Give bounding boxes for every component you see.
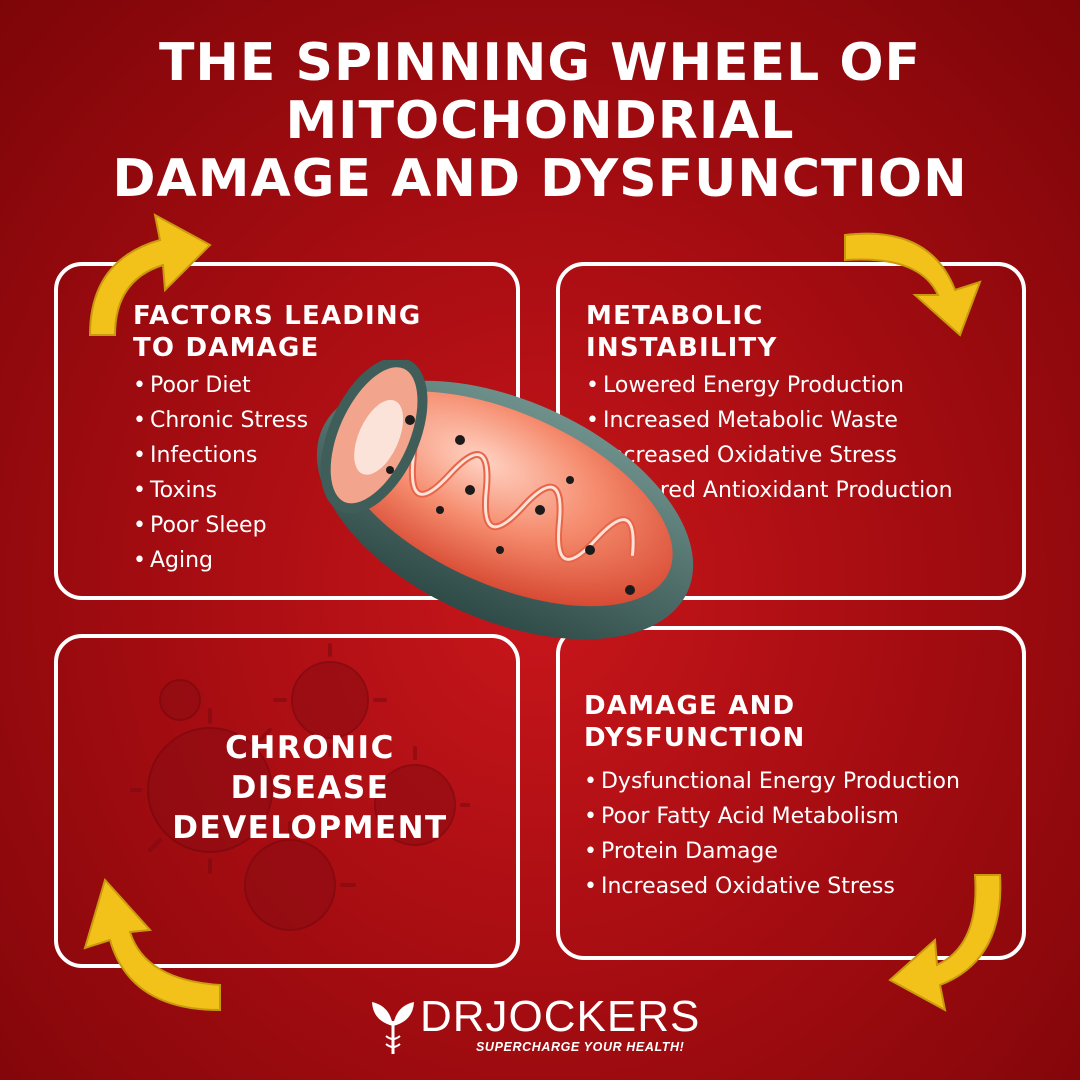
list-item: Increased Oxidative Stress	[584, 869, 960, 904]
page-title: THE SPINNING WHEEL OF MITOCHONDRIAL DAMA…	[0, 34, 1080, 208]
list-item: Poor Sleep	[133, 508, 308, 543]
list-item: Poor Diet	[133, 368, 308, 403]
list-item: Protein Damage	[584, 834, 960, 869]
chronic-line-2: DISEASE	[230, 770, 390, 806]
drjockers-logo: DRJOCKERS SUPERCHARGE YOUR HEALTH!	[360, 990, 730, 1060]
damage-list: Dysfunctional Energy Production Poor Fat…	[584, 764, 960, 904]
factors-heading: FACTORS LEADING TO DAMAGE	[133, 300, 421, 364]
list-item: Lowered Energy Production	[586, 368, 953, 403]
list-item: Poor Fatty Acid Metabolism	[584, 799, 960, 834]
list-item: Toxins	[133, 473, 308, 508]
cycle-arrow-icon	[844, 232, 982, 337]
list-item: Aging	[133, 543, 308, 578]
chronic-disease-panel	[54, 634, 520, 968]
list-item: Infections	[133, 438, 308, 473]
damage-heading-line-2: DYSFUNCTION	[584, 723, 806, 753]
list-item: Increased Oxidative Stress	[586, 438, 953, 473]
virus-icon	[130, 643, 470, 931]
list-item: Chronic Stress	[133, 403, 308, 438]
list-item: Dysfunctional Energy Production	[584, 764, 960, 799]
metabolic-heading: METABOLIC INSTABILITY	[586, 300, 778, 364]
title-line-3: DAMAGE AND DYSFUNCTION	[112, 149, 968, 209]
chronic-disease-heading: CHRONIC DISEASE DEVELOPMENT	[140, 728, 480, 848]
logo-tagline: SUPERCHARGE YOUR HEALTH!	[476, 1040, 685, 1054]
list-item: Increased Metabolic Waste	[586, 403, 953, 438]
title-line-2: MITOCHONDRIAL	[285, 91, 795, 151]
mitochondria-illustration	[316, 360, 694, 640]
damage-heading: DAMAGE AND DYSFUNCTION	[584, 690, 805, 754]
damage-panel	[556, 626, 1026, 960]
chronic-line-1: CHRONIC	[225, 730, 395, 766]
factors-heading-line-1: FACTORS LEADING	[133, 301, 422, 331]
cycle-arrow-icon	[888, 874, 1002, 1012]
metabolic-heading-line-2: INSTABILITY	[586, 333, 778, 363]
logo-name: DRJOCKERS	[420, 992, 701, 1041]
metabolic-heading-line-1: METABOLIC	[586, 301, 764, 331]
damage-heading-line-1: DAMAGE AND	[584, 691, 796, 721]
cycle-arrow-icon	[83, 878, 221, 1012]
chronic-line-3: DEVELOPMENT	[172, 810, 448, 846]
cycle-arrow-icon	[88, 213, 212, 336]
factors-list: Poor Diet Chronic Stress Infections Toxi…	[133, 368, 308, 578]
title-line-1: THE SPINNING WHEEL OF	[158, 33, 922, 93]
factors-heading-line-2: TO DAMAGE	[133, 333, 320, 363]
logo-leaf-icon	[372, 1002, 414, 1054]
